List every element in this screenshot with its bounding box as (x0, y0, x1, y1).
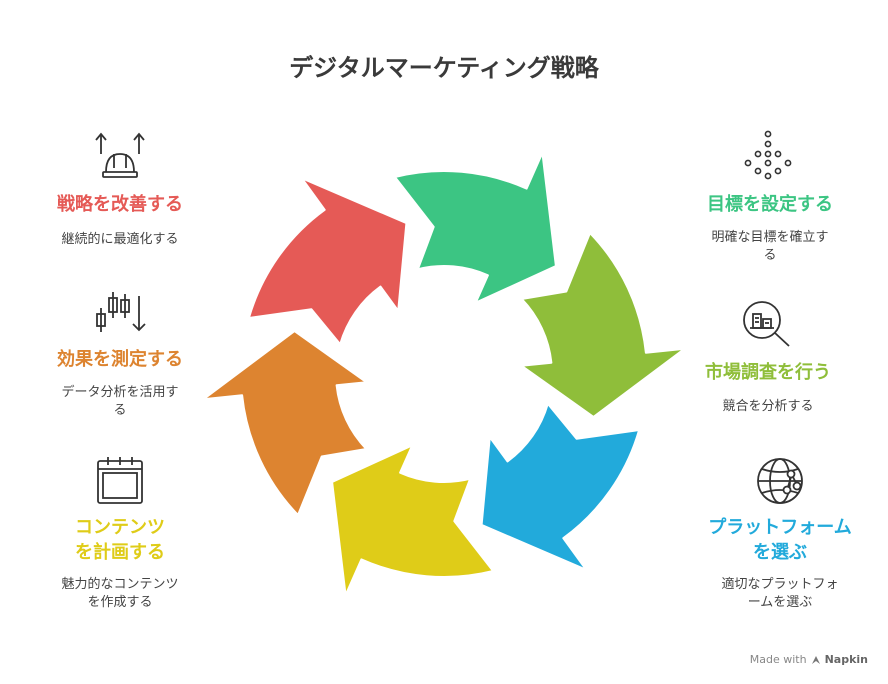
step-desc-measure: データ分析を活用す る (61, 385, 179, 418)
calendar-icon (97, 457, 143, 504)
step-desc-market-research: 競合を分析する (722, 399, 814, 414)
page-title: デジタルマーケティング戦略 (289, 54, 599, 82)
arrow-improve (247, 177, 408, 346)
arrow-set-goals (393, 151, 557, 304)
step-label-plan-content: コンテンツ を計画する (75, 517, 165, 563)
step-label-set-goals: 目標を設定する (707, 194, 833, 215)
globe-network-icon (757, 458, 803, 504)
step-label-measure: 効果を測定する (57, 349, 183, 370)
step-label-choose-platform: プラットフォーム を選ぶ (708, 517, 852, 563)
watermark-brand: Napkin (824, 653, 868, 666)
arrow-plan-content (331, 444, 495, 597)
dots-pattern-icon (744, 130, 792, 180)
step-desc-choose-platform: 適切なプラットフォ ームを選ぶ (721, 577, 839, 610)
arrow-market-research (520, 232, 686, 418)
step-desc-improve: 継続的に最適化する (61, 232, 179, 247)
napkin-logo-icon (811, 655, 820, 664)
arrow-choose-platform (480, 402, 641, 571)
hardhat-arrows-icon (95, 132, 145, 178)
watermark: Made with Napkin (750, 653, 868, 666)
step-desc-plan-content: 魅力的なコンテンツ を作成する (61, 577, 179, 610)
step-label-improve: 戦略を改善する (57, 194, 183, 215)
candlestick-chart-icon (96, 292, 146, 332)
watermark-made-with: Made with (749, 653, 807, 666)
magnifier-buildings-icon (743, 301, 790, 347)
step-desc-set-goals: 明確な目標を確立す る (711, 230, 829, 263)
step-label-market-research: 市場調査を行う (705, 362, 831, 383)
arrow-measure (202, 330, 368, 516)
